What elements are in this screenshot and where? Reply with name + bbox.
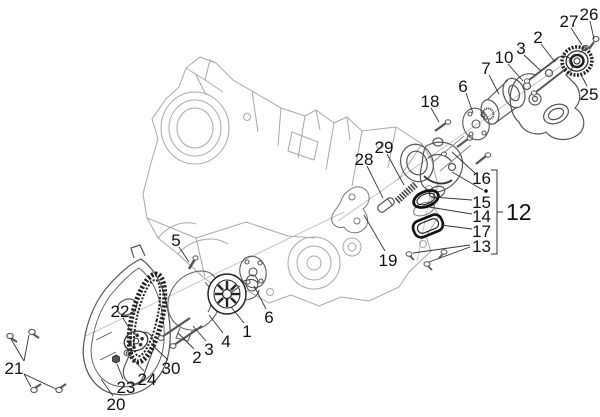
callout-18: 18: [421, 92, 440, 111]
callout-24: 24: [138, 370, 157, 389]
callout-19: 19: [379, 251, 398, 270]
callout-16: 16: [472, 169, 491, 188]
callout-4: 4: [221, 332, 230, 351]
pump-studs: [432, 119, 492, 172]
callout-2-bottom: 2: [192, 348, 201, 367]
stud-5: [187, 255, 199, 270]
spring: [394, 181, 419, 204]
callout-23: 23: [117, 378, 136, 397]
callout-25: 25: [580, 85, 599, 104]
nut: [112, 354, 120, 364]
cover-bolts: [6, 328, 67, 394]
gasket-plate: [331, 186, 370, 234]
callout-29: 29: [375, 138, 394, 157]
crankcase: [142, 56, 440, 307]
leader-lines: [10, 20, 595, 397]
callout-12: 12: [506, 199, 532, 225]
callout-28: 28: [355, 150, 374, 169]
lower-studs: [157, 317, 203, 349]
leader-dot: [484, 189, 488, 193]
callout-2-top: 2: [533, 28, 542, 47]
callout-15: 15: [472, 193, 491, 212]
callout-3-bottom: 3: [204, 340, 213, 359]
callout-1: 1: [242, 322, 251, 341]
gear-washer: [581, 44, 589, 52]
chain: [126, 271, 168, 365]
axis-lines: [85, 44, 592, 337]
group-bracket-12: [491, 169, 503, 255]
callout-3-top: 3: [516, 39, 525, 58]
callout-6-top: 6: [458, 77, 467, 96]
support-bracket: [509, 55, 585, 141]
callout-27: 27: [560, 12, 579, 31]
oil-pump-body: [400, 137, 464, 199]
callout-17: 17: [472, 222, 491, 241]
callout-5: 5: [171, 231, 180, 250]
callout-21: 21: [5, 359, 24, 378]
plunger: [377, 197, 395, 213]
cover-gasket: [411, 213, 445, 239]
callout-20: 20: [107, 395, 126, 414]
flange-upper: [462, 107, 490, 141]
callout-6-bottom: 6: [264, 308, 273, 327]
callout-13: 13: [472, 237, 491, 256]
drum: [480, 77, 526, 125]
callout-7: 7: [481, 59, 490, 78]
callout-10: 10: [495, 48, 514, 67]
flange-lower: [231, 255, 267, 293]
callout-22: 22: [111, 302, 130, 321]
callout-30: 30: [162, 359, 181, 378]
o-ring: [412, 189, 440, 209]
upper-studs: [523, 57, 568, 96]
thin-ring: [413, 201, 435, 217]
small-bolts: [405, 249, 448, 271]
callout-26: 26: [580, 5, 599, 24]
rotor: [207, 273, 260, 315]
callout-labels: 26 27 2 3 10 7 6 18 25 29 28 16 15 14 12…: [5, 5, 599, 414]
gear-bolt: [588, 35, 600, 50]
callout-14: 14: [472, 207, 491, 226]
